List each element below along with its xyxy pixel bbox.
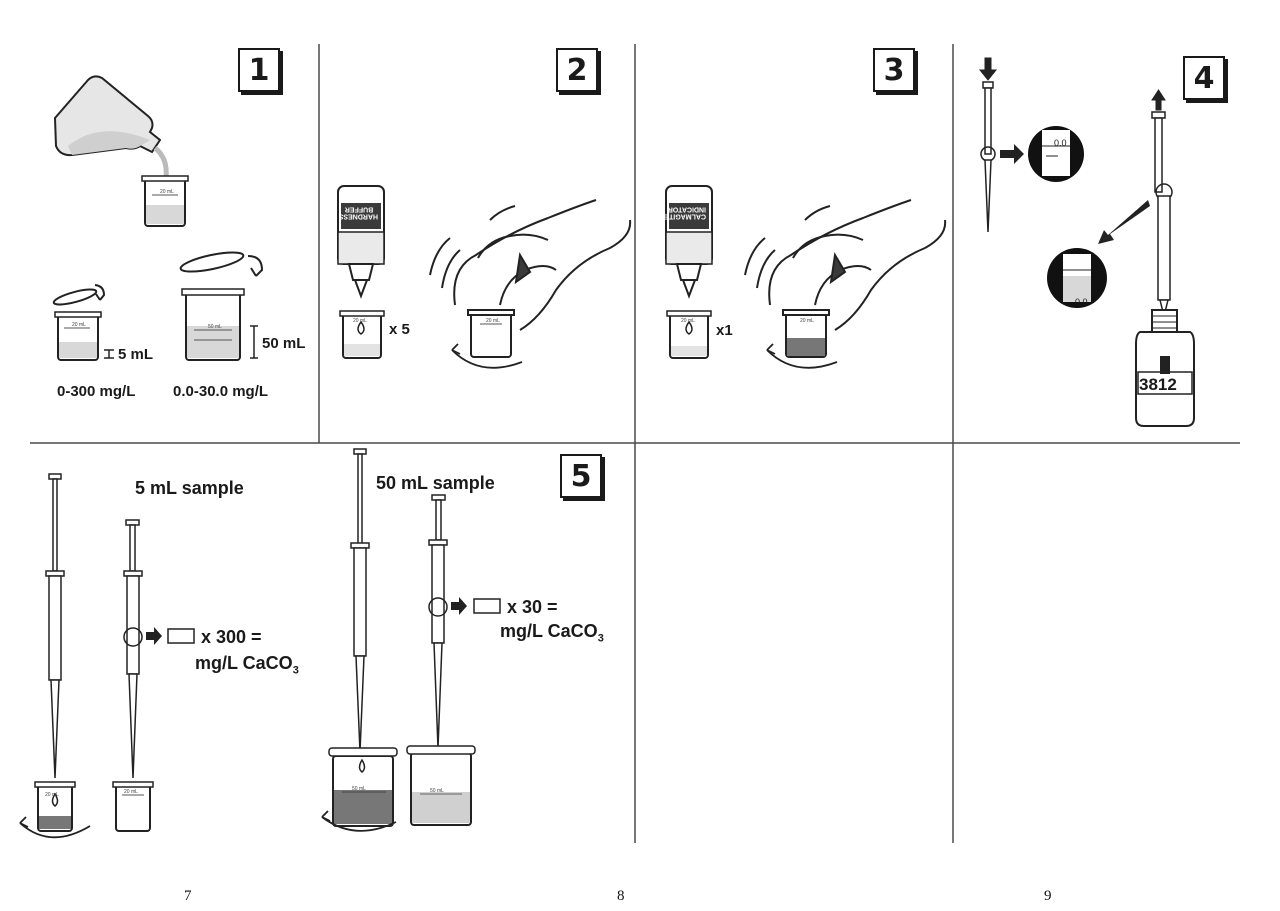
sample-title-50ml: 50 mL sample	[376, 473, 495, 493]
titration-syringe-50ml	[350, 448, 370, 753]
volume-label-5ml: 5 mL	[118, 346, 154, 363]
syringe-filling	[1151, 89, 1173, 317]
titrant-bottle-code: 3812	[1139, 375, 1177, 394]
beaker-mark-step3: 20 mL	[681, 318, 695, 324]
zoom-reading-top-value: 0.0	[1054, 138, 1067, 148]
drop-count-indicator: x1	[716, 322, 733, 339]
beaker-mark-50ml-titration: 50 mL	[352, 786, 366, 792]
beaker-mark-small: 20 mL	[72, 322, 86, 328]
result-unit-5ml: mg/L CaCO3	[195, 653, 299, 677]
beaker-mark-large: 50 mL	[208, 324, 222, 330]
small-beaker-with-lid	[52, 284, 114, 361]
range-label-high: 0.0-30.0 mg/L	[173, 383, 269, 400]
reading-box-5ml	[167, 628, 195, 644]
beaker-receiving-indicator	[666, 310, 712, 359]
result-syringe-5ml	[123, 519, 143, 779]
zoom-reading-bottom-value: 0.0	[1075, 297, 1088, 307]
beaker-mark-step2: 20 mL	[353, 318, 367, 324]
zoom-reading-bottom	[1047, 248, 1107, 308]
reading-box-50ml	[473, 598, 501, 614]
swirling-hand-step3	[744, 199, 947, 369]
titration-syringe-5ml	[45, 473, 65, 779]
beaker-receiving-drops	[339, 310, 385, 359]
beaker-mark-step2-swirl: 20 mL	[486, 318, 500, 324]
step-number-2: 2	[556, 48, 598, 92]
step-number-5: 5	[560, 454, 602, 498]
syringe-empty	[978, 57, 998, 233]
beaker-mark-step3-swirl: 20 mL	[800, 318, 814, 324]
range-label-low: 0-300 mg/L	[57, 383, 136, 400]
buffer-dropper-bottle	[337, 185, 385, 299]
volume-label-50ml: 50 mL	[262, 335, 306, 352]
reacted-sample	[787, 338, 825, 356]
page-number-center: 8	[617, 888, 625, 904]
arrow-right-icon-5ml	[146, 627, 162, 645]
beaker-result-5ml	[112, 781, 154, 832]
beaker-mark-50ml-result: 50 mL	[430, 788, 444, 794]
page-number-left: 7	[184, 888, 192, 904]
beaker-mark-5ml-titration: 20 mL	[45, 792, 59, 798]
step-number-4: 4	[1183, 56, 1225, 100]
buffer-bottle-label: HARDNESS BUFFER	[338, 205, 378, 220]
pouring-bottle	[53, 75, 169, 179]
step-number-3: 3	[873, 48, 915, 92]
sample-beaker-pouring	[141, 175, 189, 227]
multiplier-50ml: x 30 =	[507, 597, 558, 617]
multiplier-5ml: x 300 =	[201, 627, 262, 647]
indicator-dropper-bottle	[665, 185, 713, 299]
step-number-1: 1	[238, 48, 280, 92]
swirling-hand	[429, 199, 632, 369]
arrow-down-left-icon	[1098, 200, 1150, 244]
arrow-right-icon-50ml	[451, 597, 467, 615]
beaker-mark-5ml-result: 20 mL	[124, 789, 138, 795]
panel-grid-lines	[30, 44, 1240, 843]
indicator-bottle-label: CALMAGITE INDICATOR	[664, 205, 706, 220]
beaker-titration-5ml	[19, 781, 91, 839]
drop-count-buffer: x 5	[389, 321, 410, 338]
beaker-titration-50ml	[321, 747, 398, 832]
beaker-result-50ml	[406, 745, 476, 826]
result-syringe-50ml	[428, 494, 448, 749]
large-beaker-with-lid	[179, 251, 264, 361]
arrow-right-icon	[1000, 144, 1024, 164]
titrant-bottle	[1135, 309, 1195, 427]
sample-title-5ml: 5 mL sample	[135, 478, 244, 498]
result-unit-50ml: mg/L CaCO3	[500, 621, 604, 645]
page-number-right: 9	[1044, 888, 1052, 904]
zoom-reading-top	[1028, 126, 1084, 182]
beaker-mark-pour: 20 mL	[160, 189, 174, 195]
